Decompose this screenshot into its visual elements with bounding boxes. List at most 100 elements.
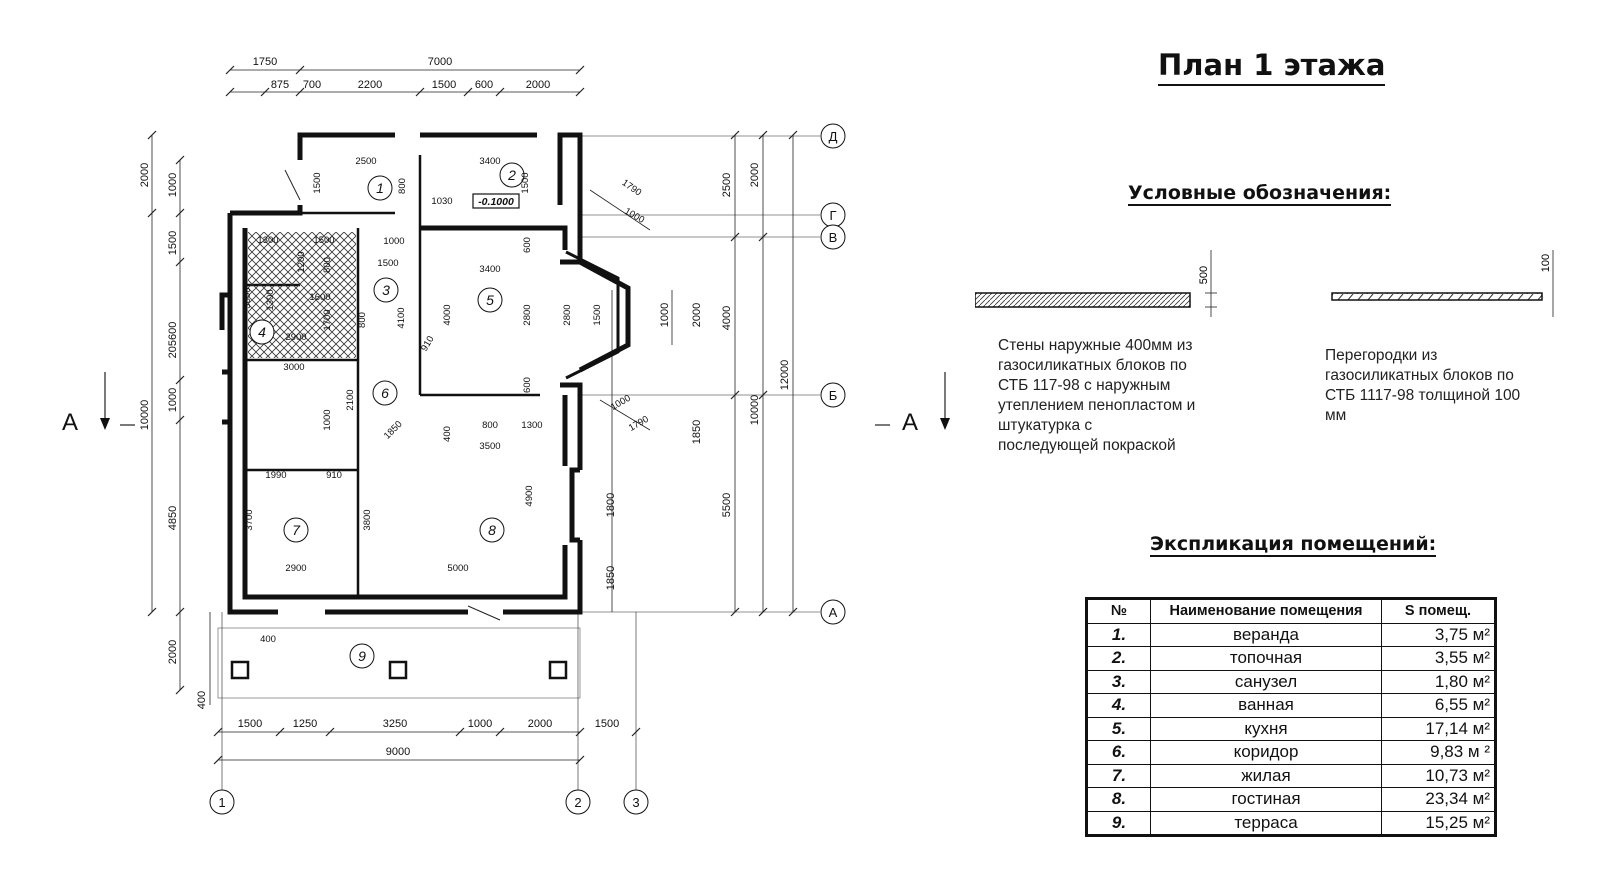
dim-left: 205600 (167, 322, 179, 359)
col-number: № (1086, 598, 1151, 624)
dim-interior: 800 (357, 312, 368, 328)
level-box (472, 193, 520, 209)
dim-interior: 910 (419, 334, 436, 353)
dim-interior: 1030 (431, 196, 452, 207)
dim-right: 1000 (659, 303, 671, 327)
dim-tick (495, 87, 505, 97)
exterior-wall (219, 292, 230, 330)
dim-bottom: 1250 (293, 718, 317, 730)
exterior-wall (297, 132, 395, 160)
dim-bottom: 1500 (595, 718, 619, 730)
dim-interior: 3500 (479, 441, 500, 452)
dim-interior: 2800 (562, 304, 573, 325)
dim-tick (225, 87, 235, 97)
dim-interior: 4900 (524, 485, 535, 506)
room-number-circle (283, 517, 309, 543)
dim-interior: 400 (260, 634, 276, 645)
room-number-circle (373, 277, 399, 303)
dim-interior: 2900 (285, 563, 306, 574)
axis-letter: Б (829, 388, 838, 403)
dim-left: 10000 (139, 400, 151, 431)
wall-legend-symbol: 500 (975, 250, 1217, 317)
section-mark: А (902, 409, 918, 436)
partition-thickness-dim: 100 (1540, 254, 1552, 272)
exterior-wall (560, 382, 583, 470)
axis-letter: В (829, 230, 838, 245)
row-room-name: санузел (1150, 669, 1382, 694)
legend-line: последующей покраской (998, 437, 1176, 454)
row-area: 3,75 м² (1381, 622, 1496, 647)
dim-interior: 910 (326, 470, 342, 481)
dim-interior: 4000 (442, 304, 453, 325)
dim-bottom: 1500 (238, 718, 262, 730)
dim-top: 875 (271, 79, 289, 91)
dim-interior: 1000 (622, 206, 646, 226)
dim-interior: 600 (522, 237, 533, 253)
row-area: 10,73 м² (1381, 763, 1496, 788)
dim-top: 7000 (428, 56, 452, 68)
row-number: 6. (1086, 740, 1151, 765)
dim-interior: 1500 (520, 172, 531, 193)
dim-tick (213, 727, 223, 737)
axis-bubble (820, 599, 846, 625)
room-number-circle (367, 175, 393, 201)
dim-interior: 1300 (521, 420, 542, 431)
axis-bubble (820, 224, 846, 250)
row-area: 15,25 м² (1381, 810, 1496, 836)
room-number-circle (349, 643, 375, 669)
row-number: 8. (1086, 787, 1151, 812)
dim-tick (175, 415, 185, 425)
exterior-wall (230, 205, 303, 216)
dim-interior: 1000 (322, 409, 333, 430)
terrace-pillar (230, 660, 250, 680)
dim-interior: 1300 (257, 235, 278, 246)
partition-legend-symbol: 100 (1331, 250, 1554, 317)
room-number-circle (477, 287, 503, 313)
exterior-wall (569, 467, 580, 543)
dim-tick (758, 390, 768, 400)
dim-interior: 3000 (283, 362, 304, 373)
col-area: S помещ. (1381, 598, 1496, 624)
dim-right: 2000 (691, 303, 703, 327)
dim-tick (175, 208, 185, 218)
exterior-wall (420, 225, 568, 250)
legend-line: штукатурка с (998, 417, 1093, 434)
row-room-name: топочная (1150, 646, 1382, 671)
dim-tick (213, 755, 223, 765)
axis-letter: Д (829, 129, 838, 144)
row-number: 2. (1086, 646, 1151, 671)
row-number: 3. (1086, 669, 1151, 694)
room-number: 8 (488, 522, 496, 538)
dim-interior: 2100 (345, 389, 356, 410)
axis-bubble (565, 789, 591, 815)
dim-left: 1000 (167, 173, 179, 197)
room-number: 4 (258, 324, 266, 340)
dim-top: 1750 (253, 56, 277, 68)
dim-tick (730, 607, 740, 617)
dim-interior: 3400 (479, 264, 500, 275)
dim-top: 2200 (358, 79, 382, 91)
dim-tick (175, 155, 185, 165)
dim-interior: 3700 (244, 509, 255, 530)
legend-line: газосиликатных блоков по (1325, 367, 1514, 384)
room-number-circle (249, 319, 275, 345)
dim-interior: 2900 (285, 332, 306, 343)
dim-tick (575, 727, 585, 737)
axis-bubble (820, 382, 846, 408)
axis-number: 1 (218, 795, 225, 810)
room-number-circle (372, 380, 398, 406)
dim-interior: 4100 (396, 307, 407, 328)
dim-tick (575, 65, 585, 75)
legend-line: газосиликатных блоков по (998, 357, 1187, 374)
dim-bottom: 1000 (468, 718, 492, 730)
dim-interior: 400 (442, 426, 453, 442)
dim-interior: 1500 (592, 304, 603, 325)
exterior-wall (242, 228, 568, 600)
row-number: 4. (1086, 693, 1151, 718)
